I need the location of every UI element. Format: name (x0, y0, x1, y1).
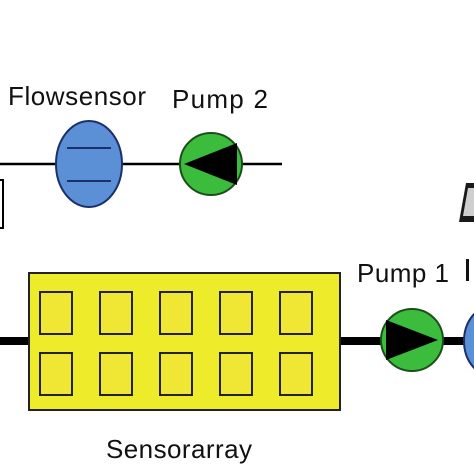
pump-1-label: Pump 1 (357, 258, 449, 288)
flowsensor-symbol (55, 120, 123, 208)
sensor-cell (159, 291, 193, 335)
left-edge-device (0, 179, 4, 229)
flowsensor-body (55, 120, 123, 208)
pump-1-symbol (380, 308, 444, 372)
pump-2-symbol (179, 132, 243, 196)
sensor-cells (39, 291, 313, 396)
pump-2-label: Pump 2 (172, 84, 268, 114)
flowsensor-label: Flowsensor (8, 81, 146, 111)
sensor-cell (39, 352, 73, 396)
sensor-cell (219, 352, 253, 396)
sensorarray-label: Sensorarray (106, 434, 252, 464)
right-edge-label-fragment (466, 259, 469, 281)
sensor-cell (279, 291, 313, 335)
sensor-cell (99, 291, 133, 335)
right-edge-component (463, 312, 474, 370)
sensor-cell (219, 291, 253, 335)
sensor-cell (159, 352, 193, 396)
sensorarray-block (28, 272, 341, 411)
pump-2-arrow (184, 143, 237, 185)
pump-1-arrow (386, 320, 438, 360)
sensor-cell (99, 352, 133, 396)
right-edge-device (459, 183, 474, 222)
sensor-cell (279, 352, 313, 396)
sensor-cell (39, 291, 73, 335)
